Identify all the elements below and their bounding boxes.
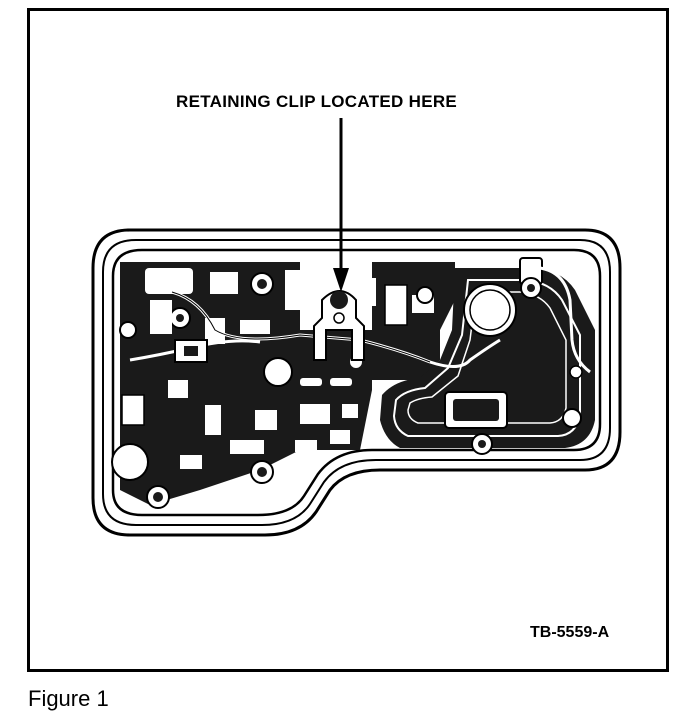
- callout-arrowhead: [333, 268, 349, 292]
- filter-region: [380, 268, 595, 448]
- gasket-outline: [111, 248, 602, 517]
- figure-caption: Figure 1: [28, 686, 109, 711]
- figure-frame: [27, 8, 669, 672]
- callout-label: RETAINING CLIP LOCATED HERE: [176, 92, 458, 111]
- retaining-clip: [313, 290, 365, 361]
- reference-number: TB-5559-A: [530, 624, 610, 641]
- pan-inner-outline: [102, 239, 611, 526]
- pan-outer-outline: [91, 228, 622, 537]
